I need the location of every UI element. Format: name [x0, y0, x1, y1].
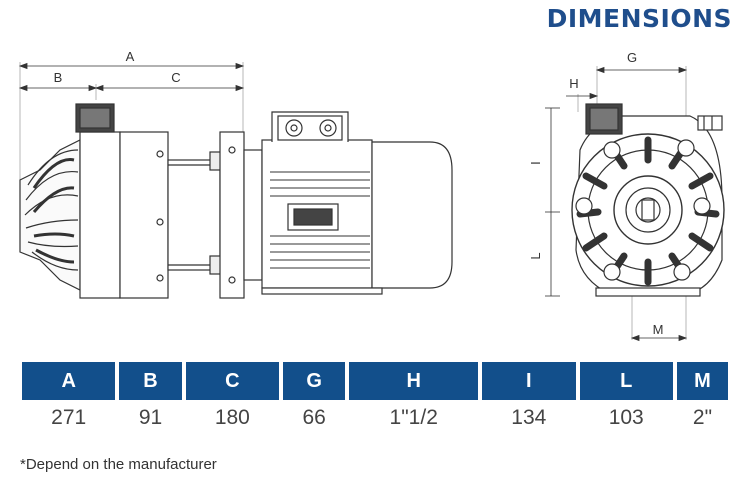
value-a: 271	[51, 406, 87, 429]
header-c: C	[185, 362, 280, 400]
pump-body-rear	[119, 131, 169, 299]
table-row: 271 91 180 66 1"1/2 134 103 2"	[22, 400, 728, 436]
header-g: G	[283, 362, 346, 400]
page-title: DIMENSIONS	[546, 4, 732, 33]
value-h: 1"1/2	[389, 406, 438, 429]
lantern	[167, 159, 221, 271]
motor-flange	[219, 131, 245, 299]
header-b: B	[119, 362, 182, 400]
pump-body-front	[79, 131, 121, 299]
table-header-row: A B C G H I L M	[22, 362, 728, 400]
fan-cover	[371, 141, 453, 289]
pump-dimension-drawing: A B C G H I L M	[18, 49, 725, 342]
label-g: G	[627, 50, 637, 65]
label-i: I	[528, 161, 543, 165]
header-m: M	[676, 362, 728, 400]
value-b: 91	[138, 406, 163, 429]
dimensions-table: A B C G H I L M 271 91 180 66 1"1/2 134 …	[18, 362, 732, 436]
value-c: 180	[214, 406, 250, 429]
pump-head	[19, 139, 81, 291]
pump-front-view	[545, 66, 725, 340]
value-g: 66	[302, 406, 326, 429]
footnote: *Depend on the manufacturer	[20, 456, 217, 473]
value-i: 134	[511, 406, 547, 429]
value-m: 2"	[692, 406, 713, 429]
label-h: H	[569, 76, 578, 91]
header-i: I	[482, 362, 576, 400]
header-h: H	[349, 362, 479, 400]
label-c: C	[171, 70, 180, 85]
value-l: 103	[608, 406, 644, 429]
header-l: L	[579, 362, 673, 400]
label-a: A	[126, 49, 135, 64]
label-l: L	[528, 252, 543, 259]
header-a: A	[22, 362, 116, 400]
label-m: M	[653, 322, 664, 337]
label-b: B	[54, 70, 63, 85]
